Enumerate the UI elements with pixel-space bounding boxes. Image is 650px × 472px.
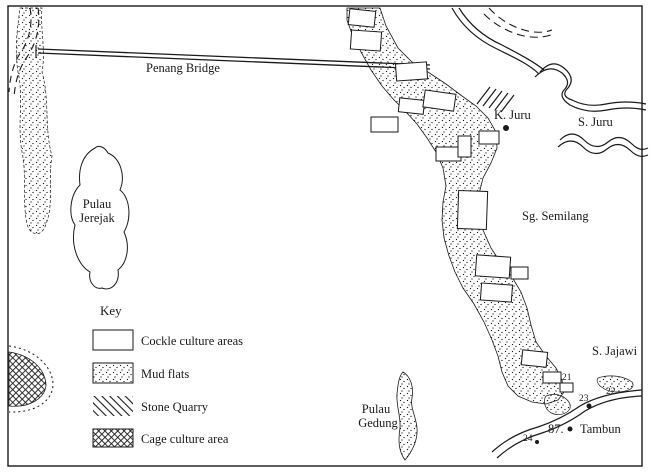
cockle-area bbox=[422, 89, 457, 112]
key-label-quarry: Stone Quarry bbox=[141, 400, 209, 414]
station-24-label: 24 bbox=[523, 434, 533, 444]
pulau-jerejak-label-2: Jerejak bbox=[79, 211, 115, 225]
map-key: Key Cockle culture areas Mud flats Stone… bbox=[92, 303, 243, 448]
s-juru-river bbox=[534, 63, 649, 157]
key-swatch-cockle bbox=[92, 329, 134, 351]
left-coast-mudflat bbox=[15, 7, 53, 235]
cage-culture-outline bbox=[8, 345, 54, 413]
tambun-label: Tambun bbox=[580, 422, 622, 436]
s-jajawi-label: S. Jajawi bbox=[592, 344, 638, 358]
key-swatch-cage bbox=[92, 428, 134, 448]
cockle-area bbox=[370, 116, 399, 133]
key-title: Key bbox=[100, 303, 122, 318]
mud-patch bbox=[544, 394, 571, 415]
station-23-label: 23 bbox=[579, 394, 589, 404]
tambun-dot bbox=[567, 426, 573, 432]
station-23-dot bbox=[586, 403, 592, 409]
cockle-area bbox=[559, 382, 574, 393]
pulau-gedung-island bbox=[396, 371, 418, 461]
s-juru-label: S. Juru bbox=[578, 115, 613, 129]
pulau-jerejak-island bbox=[70, 145, 130, 290]
cockle-area bbox=[457, 135, 472, 158]
key-label-cage: Cage culture area bbox=[141, 432, 229, 446]
s-jajawi-river bbox=[491, 389, 643, 459]
penang-bridge bbox=[35, 45, 431, 70]
k-juru-label: K. Juru bbox=[494, 108, 532, 122]
dashed-road-topleft bbox=[8, 7, 40, 99]
cockle-area bbox=[474, 254, 512, 279]
cockle-area bbox=[520, 349, 549, 368]
cockle-area bbox=[542, 371, 562, 384]
cockle-area bbox=[397, 97, 426, 115]
cage-culture-area bbox=[8, 351, 47, 407]
pulau-jerejak-label-1: Pulau bbox=[83, 197, 112, 211]
key-label-mudflat: Mud flats bbox=[141, 367, 189, 381]
cockle-area bbox=[394, 61, 429, 82]
cockle-area bbox=[347, 8, 377, 28]
station-22-label: 22 bbox=[606, 387, 616, 397]
dashed-road-topright bbox=[483, 7, 553, 38]
k-juru-dot bbox=[503, 125, 509, 131]
cockle-area bbox=[435, 146, 462, 162]
station-87-label: 87. bbox=[548, 422, 564, 436]
pulau-gedung-label-1: Pulau bbox=[362, 402, 391, 416]
road-topright bbox=[451, 7, 545, 75]
key-swatch-quarry bbox=[93, 396, 133, 416]
cockle-area bbox=[479, 282, 514, 303]
station-21-label: 21 bbox=[562, 373, 572, 383]
mud-patch bbox=[596, 375, 634, 393]
penang-bridge-label: Penang Bridge bbox=[146, 61, 220, 75]
cockle-area bbox=[456, 190, 489, 231]
cockle-areas bbox=[347, 8, 574, 393]
cockle-area bbox=[478, 130, 500, 145]
cockle-area bbox=[510, 266, 529, 280]
pulau-gedung-label-2: Gedung bbox=[358, 416, 398, 430]
sg-semilang-label: Sg. Semilang bbox=[522, 209, 589, 223]
key-label-cockle: Cockle culture areas bbox=[141, 334, 243, 348]
station-24-dot bbox=[535, 440, 539, 444]
cockle-area bbox=[349, 29, 383, 52]
key-swatch-mudflat bbox=[92, 362, 134, 384]
stone-quarry-marks bbox=[476, 86, 515, 113]
